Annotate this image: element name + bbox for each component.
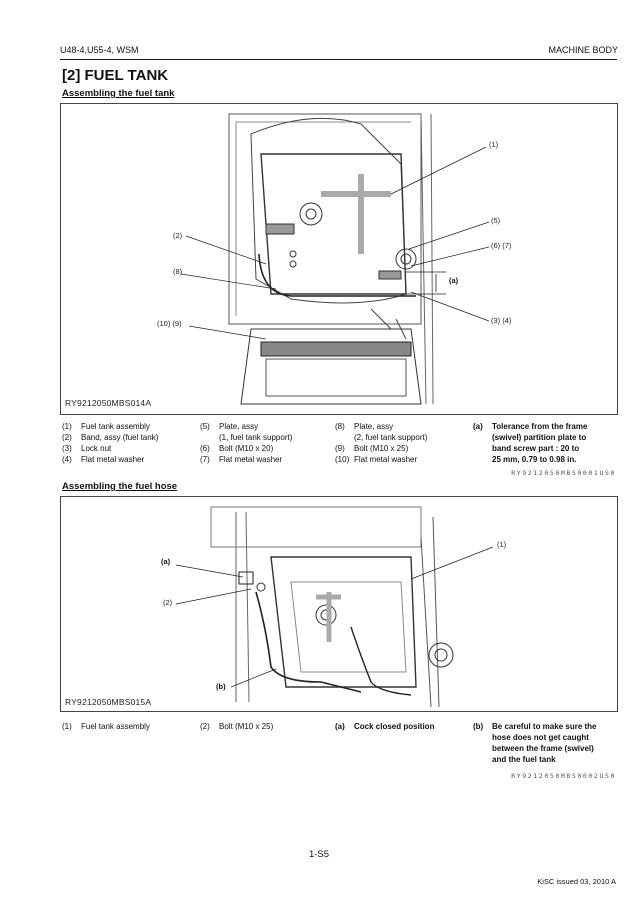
callout-1: (1) — [489, 140, 499, 149]
fig2-legend-col1: (1)Fuel tank assembly — [62, 722, 150, 731]
fig1-code: RY9212050MBS0001US0 — [511, 469, 616, 477]
fig1-id: RY9212050MBS014A — [65, 398, 152, 408]
fig1-legend-col1: (1)Fuel tank assembly (2)Band, assy (fue… — [62, 422, 159, 464]
fig1-legend-col2: (5)Plate, assy (1, fuel tank support) (6… — [200, 422, 293, 464]
fig2-legend-col4: (b)Be careful to make sure the hose does… — [473, 722, 597, 764]
callout-a: (a) — [449, 276, 459, 285]
header-left: U48-4,U55-4, WSM — [60, 45, 139, 55]
fig1-legend-col4: (a)Tolerance from the frame (swivel) par… — [473, 422, 588, 464]
callout-8: (8) — [173, 267, 183, 276]
callout-5: (5) — [491, 216, 501, 225]
issued-note: KiSC issued 03, 2010 A — [537, 877, 616, 886]
fig2-callout-1: (1) — [497, 540, 507, 549]
callout-2: (2) — [173, 231, 183, 240]
callout-3-4: (3) (4) — [491, 316, 512, 325]
fig2-code: RY9212050MBS0002US0 — [511, 772, 616, 780]
figure-fuel-tank: (1) (2) (5) (6) (7) (a) (8) (10) (9) (3)… — [60, 103, 618, 415]
fig2-legend-col2: (2)Bolt (M10 x 25) — [200, 722, 274, 731]
header-right: MACHINE BODY — [548, 45, 618, 55]
fig2-callout-2: (2) — [163, 598, 173, 607]
page-number: 1-S5 — [308, 849, 330, 860]
fig2-id: RY9212050MBS015A — [65, 697, 152, 707]
callout-10-9: (10) (9) — [157, 319, 182, 328]
section-title: [2] FUEL TANK — [62, 67, 169, 84]
fig1-subtitle: Assembling the fuel tank — [62, 88, 175, 99]
callout-6-7: (6) (7) — [491, 241, 512, 250]
fuel-hose-drawing — [175, 506, 494, 708]
fuel-tank-drawing — [180, 113, 490, 405]
figure-fuel-hose: (a) (2) (1) (b) RY9212050MBS015A — [60, 496, 618, 712]
fig2-subtitle: Assembling the fuel hose — [62, 481, 178, 492]
header-rule — [60, 59, 617, 60]
fig1-legend-col3: (8)Plate, assy (2, fuel tank support) (9… — [335, 422, 428, 464]
fig2-callout-a: (a) — [161, 557, 171, 566]
fig2-legend-col3: (a)Cock closed position — [335, 722, 435, 731]
fig2-callout-b: (b) — [216, 682, 226, 691]
